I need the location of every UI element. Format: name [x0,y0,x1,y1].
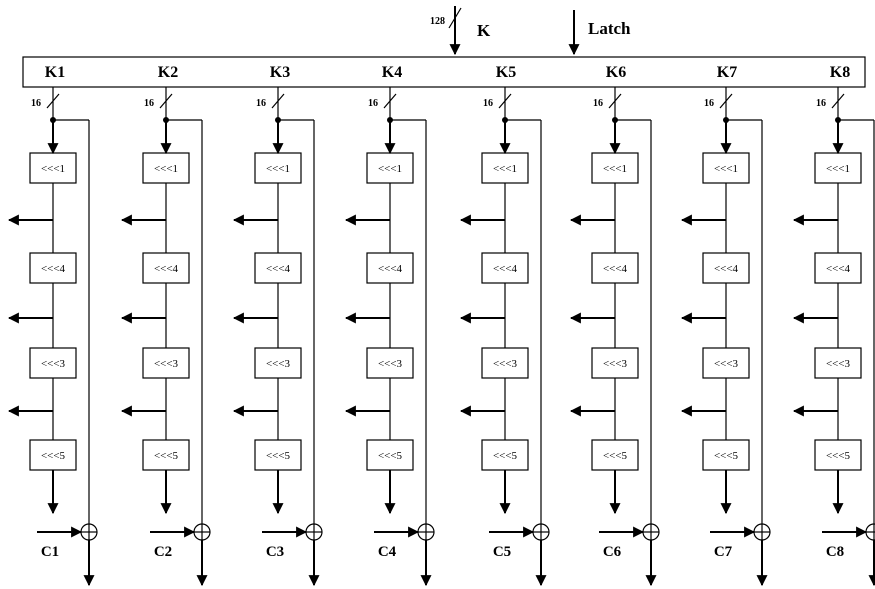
register-key-label: K1 [45,64,65,81]
lane-6: 16 <<<1 <<<4 <<<3 <<<5C6 [569,87,660,587]
rotate-label: <<<4 [266,263,291,275]
rotate-label: <<<1 [493,163,517,175]
rotate-label: <<<5 [378,450,403,462]
lane-bus-width: 16 [31,98,41,109]
rotate-label: <<<3 [826,358,851,370]
key-register-labels: K1 K2 K3 K4 K5 K6 K7 K8 [45,64,850,81]
key-bus-slash [448,7,462,29]
key-input: 128 K [430,6,491,56]
rotate-label: <<<1 [154,163,178,175]
register-key-label: K7 [717,64,737,81]
register-key-label: K3 [270,64,290,81]
rotate-label: <<<3 [41,358,66,370]
rotate-label: <<<1 [41,163,65,175]
latch-input: Latch [568,10,631,56]
rotate-label: <<<1 [266,163,290,175]
rotate-label: <<<3 [266,358,291,370]
latch-label: Latch [588,19,631,38]
register-key-label: K2 [158,64,178,81]
lane-bus-width: 16 [144,98,154,109]
constant-label: C5 [493,544,511,560]
rotate-label: <<<4 [378,263,403,275]
register-key-label: K6 [606,64,626,81]
rotate-label: <<<3 [603,358,628,370]
rotate-label: <<<4 [154,263,179,275]
rotate-label: <<<5 [603,450,628,462]
rotate-label: <<<5 [493,450,518,462]
lane-1: 16 <<<1 <<<4 <<<3 <<<5C1 [7,87,98,587]
rotate-label: <<<5 [41,450,66,462]
rotate-label: <<<3 [378,358,403,370]
rotate-label: <<<3 [493,358,518,370]
constant-label: C2 [154,544,172,560]
lane-2: 16 <<<1 <<<4 <<<3 <<<5C2 [120,87,211,587]
lane-bus-width: 16 [256,98,266,109]
lane-bus-width: 16 [593,98,603,109]
rotate-label: <<<1 [826,163,850,175]
key-bus-width: 128 [430,16,445,27]
rotate-label: <<<5 [154,450,179,462]
lane-bus-width: 16 [816,98,826,109]
register-key-label: K8 [830,64,850,81]
rotate-label: <<<1 [603,163,627,175]
rotate-label: <<<4 [493,263,518,275]
constant-label: C4 [378,544,397,560]
constant-label: C3 [266,544,284,560]
constant-label: C8 [826,544,844,560]
lane-4: 16 <<<1 <<<4 <<<3 <<<5C4 [344,87,435,587]
register-key-label: K5 [496,64,516,81]
key-register [22,56,866,88]
rotate-label: <<<5 [826,450,851,462]
register-key-label: K4 [382,64,402,81]
lane-bus-width: 16 [704,98,714,109]
rotate-label: <<<1 [378,163,402,175]
rotate-label: <<<5 [266,450,291,462]
lane-3: 16 <<<1 <<<4 <<<3 <<<5C3 [232,87,323,587]
rotate-label: <<<4 [714,263,739,275]
lane-5: 16 <<<1 <<<4 <<<3 <<<5C5 [459,87,550,587]
rotate-label: <<<3 [714,358,739,370]
lane-bus-width: 16 [483,98,493,109]
rotate-label: <<<1 [714,163,738,175]
lane-8: 16 <<<1 <<<4 <<<3 <<<5C8 [792,87,875,587]
rotate-label: <<<4 [41,263,66,275]
constant-label: C6 [603,544,622,560]
key-label: K [477,21,491,40]
rotate-label: <<<5 [714,450,739,462]
key-lanes: 16 <<<1 <<<4 <<<3 <<<5C1 16 <<<1 <<<4 <<<3 <<<5C2… [7,87,875,587]
constant-label: C7 [714,544,733,560]
constant-label: C1 [41,544,59,560]
rotate-label: <<<3 [154,358,179,370]
rotate-label: <<<4 [826,263,851,275]
lane-bus-width: 16 [368,98,378,109]
rotate-label: <<<4 [603,263,628,275]
lane-7: 16 <<<1 <<<4 <<<3 <<<5C7 [680,87,771,587]
